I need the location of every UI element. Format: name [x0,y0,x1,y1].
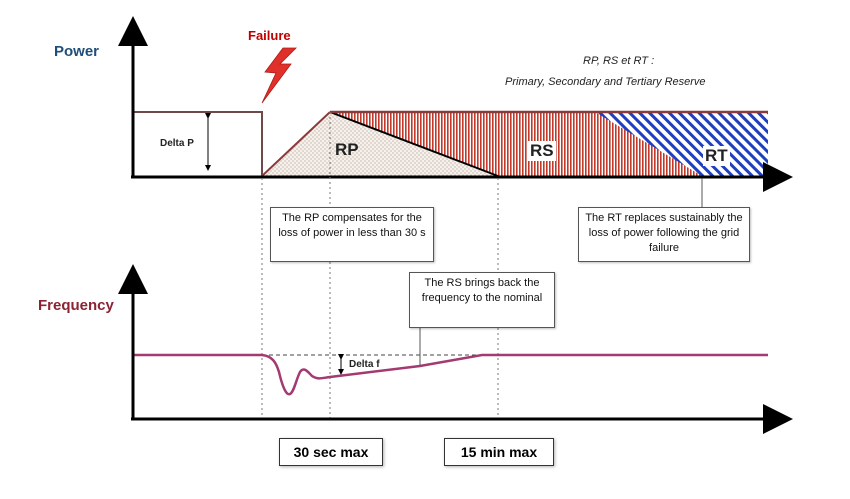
thirty-sec-box: 30 sec max [279,438,383,466]
rp-label: RP [335,140,359,159]
rp-ramp-line [261,111,331,177]
frequency-line [133,353,768,396]
lightning-icon [261,47,297,104]
delta-p-label: Delta P [160,138,194,149]
delta-f-label: Delta f [349,359,380,370]
rp-area [262,112,498,176]
rp-rs-boundary [329,111,499,177]
rp-note: The RP compensates for the loss of power… [270,207,434,262]
rs-label: RS [528,141,556,161]
failure-label: Failure [248,28,291,43]
rt-note: The RT replaces sustainably the loss of … [578,207,750,262]
frequency-axis-label: Frequency [38,297,114,314]
rt-label: RT [703,146,730,166]
reserve-caption-line2: Primary, Secondary and Tertiary Reserve [505,76,706,88]
delta-p-box [132,111,263,177]
reserve-caption-line1: RP, RS et RT : [583,55,655,67]
power-level-line [133,111,263,176]
fifteen-min-box: 15 min max [444,438,554,466]
rs-note: The RS brings back the frequency to the … [409,272,555,328]
power-axis-label: Power [54,43,100,60]
